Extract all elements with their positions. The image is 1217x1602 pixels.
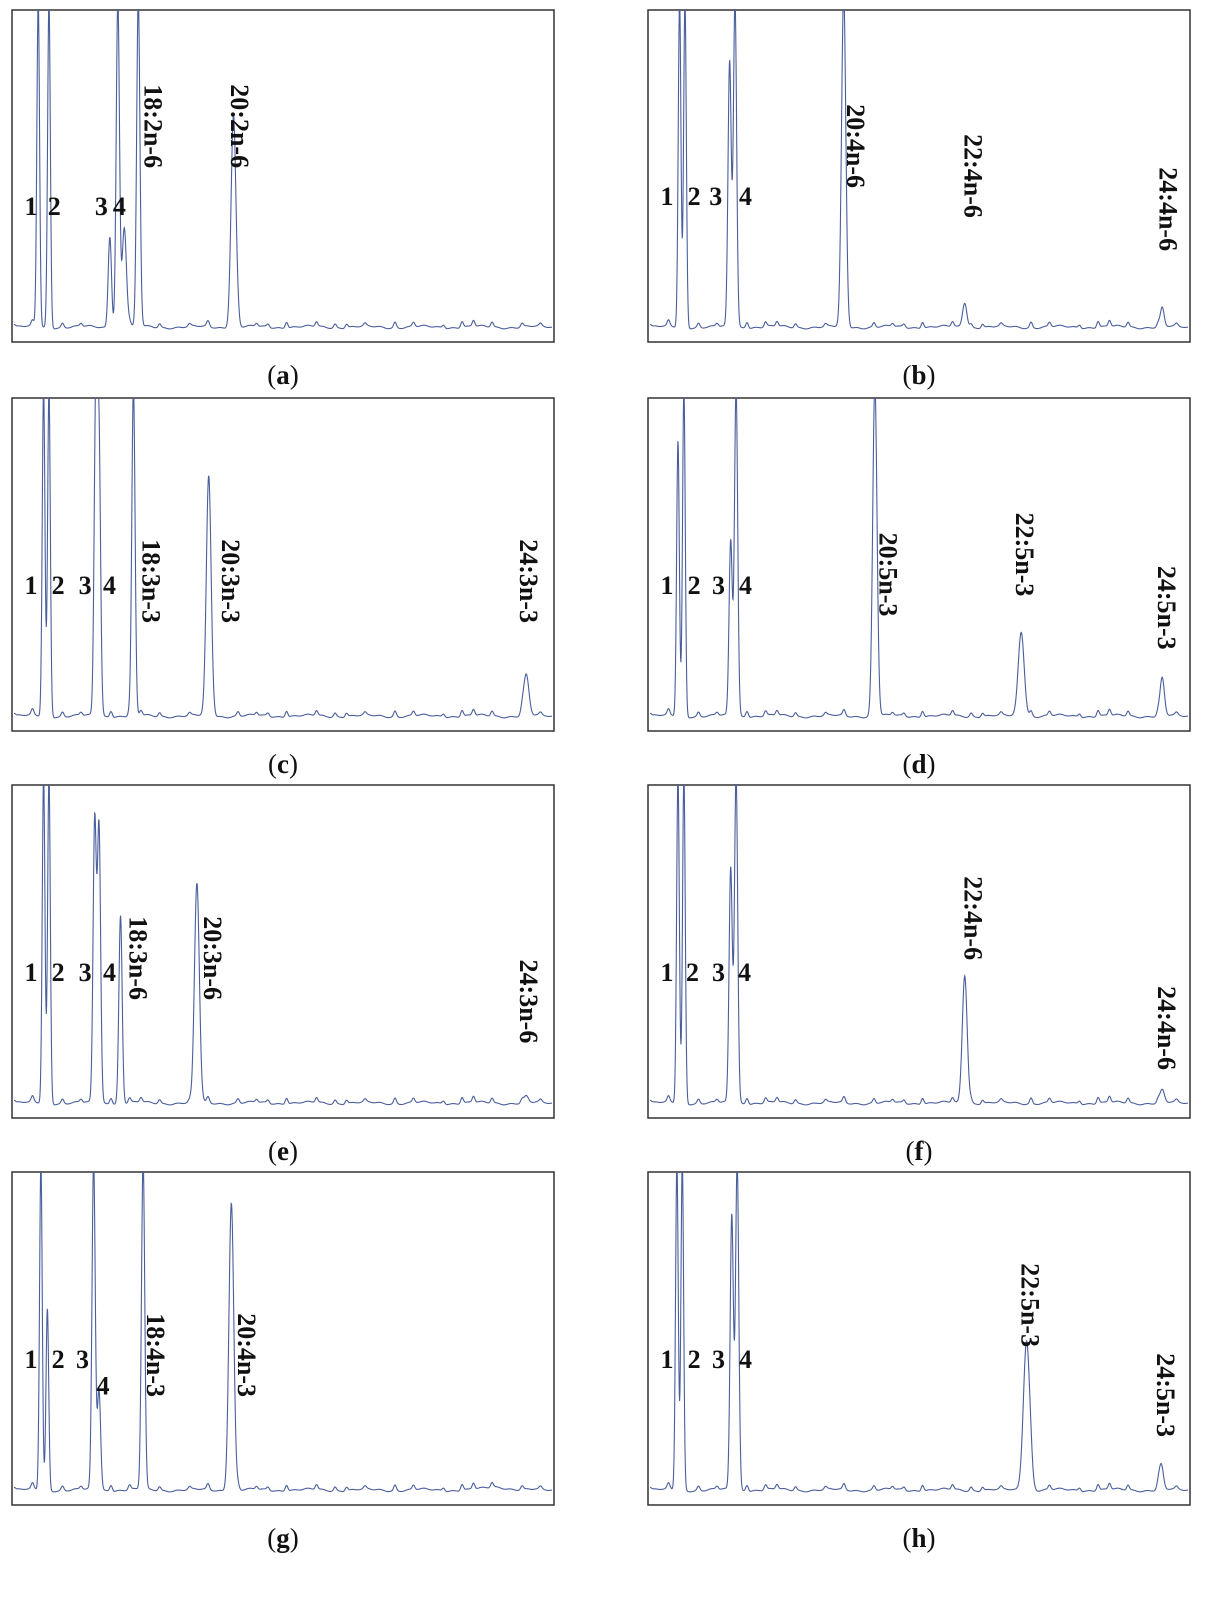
- peak-number-label: 3: [712, 571, 725, 600]
- peak-number-label: 1: [24, 958, 37, 987]
- peak-number-label: 4: [113, 192, 126, 221]
- panel-caption: (c): [268, 749, 298, 779]
- peak-label: 24:3n-6: [514, 960, 543, 1044]
- peak-number-label: 2: [52, 1345, 65, 1374]
- peak-label: 24:4n-6: [1152, 986, 1181, 1070]
- peak-number-label: 2: [686, 958, 699, 987]
- peak-label: 18:2n-6: [138, 84, 167, 168]
- peak-label: 20:3n-6: [198, 916, 227, 1000]
- peak-label: 24:3n-3: [514, 539, 543, 623]
- panel-caption: (e): [268, 1136, 298, 1166]
- peak-number-label: 2: [688, 182, 701, 211]
- peak-number-label: 3: [79, 571, 92, 600]
- peak-number-label: 1: [660, 958, 673, 987]
- peak-number-label: 2: [688, 1345, 701, 1374]
- peak-label: 22:4n-6: [959, 134, 988, 218]
- peak-number-label: 3: [76, 1345, 89, 1374]
- panel-caption: (f): [906, 1136, 933, 1166]
- chromatogram-trace: [649, 785, 1189, 1106]
- chromatogram-trace: [13, 1172, 553, 1493]
- peak-number-label: 2: [52, 958, 65, 987]
- peak-number-label: 2: [52, 571, 65, 600]
- chromatogram-trace: [649, 1172, 1189, 1493]
- peak-label: 20:4n-3: [232, 1313, 261, 1397]
- chromatogram-trace: [13, 10, 553, 330]
- chromatogram-trace: [13, 398, 553, 719]
- chromatogram-trace: [13, 785, 553, 1106]
- peak-number-label: 1: [660, 571, 673, 600]
- peak-number-label: 4: [103, 571, 116, 600]
- peak-label: 18:4n-3: [141, 1313, 170, 1397]
- peak-number-label: 4: [738, 958, 751, 987]
- peak-number-label: 3: [95, 192, 108, 221]
- peak-label: 18:3n-3: [137, 539, 166, 623]
- panel-frame: [11, 1171, 555, 1506]
- peak-number-label: 1: [660, 182, 673, 211]
- peak-number-label: 3: [79, 958, 92, 987]
- panel-frame: [647, 1171, 1191, 1506]
- peak-number-label: 4: [103, 958, 116, 987]
- panel-caption: (g): [267, 1523, 299, 1553]
- panel-caption: (b): [902, 360, 935, 390]
- peak-label: 22:5n-3: [1010, 513, 1039, 597]
- peak-label: 20:4n-6: [841, 104, 870, 188]
- peak-label: 20:5n-3: [873, 533, 902, 617]
- peak-label: 20:3n-3: [216, 539, 245, 623]
- peak-label: 24:4n-6: [1154, 167, 1183, 251]
- panel-caption: (d): [902, 749, 935, 779]
- peak-label: 18:3n-6: [124, 916, 153, 1000]
- peak-number-label: 1: [24, 571, 37, 600]
- peak-number-label: 4: [97, 1371, 110, 1400]
- peak-label: 20:2n-6: [225, 84, 254, 168]
- peak-number-label: 3: [709, 182, 722, 211]
- chromatogram-trace: [649, 10, 1189, 330]
- chromatogram-trace: [649, 398, 1189, 719]
- peak-number-label: 1: [660, 1345, 673, 1374]
- panel-frame: [11, 9, 555, 343]
- peak-number-label: 2: [48, 192, 61, 221]
- peak-label: 22:5n-3: [1015, 1263, 1044, 1347]
- peak-number-label: 4: [739, 1345, 752, 1374]
- panel-caption: (a): [267, 360, 299, 390]
- peak-number-label: 1: [24, 1345, 37, 1374]
- peak-number-label: 4: [739, 571, 752, 600]
- peak-number-label: 1: [24, 192, 37, 221]
- peak-number-label: 3: [712, 1345, 725, 1374]
- peak-label: 22:4n-6: [959, 876, 988, 960]
- peak-number-label: 2: [688, 571, 701, 600]
- peak-number-label: 4: [739, 182, 752, 211]
- peak-label: 24:5n-3: [1152, 566, 1181, 650]
- panel-caption: (h): [902, 1523, 935, 1553]
- peak-label: 24:5n-3: [1151, 1353, 1180, 1437]
- peak-number-label: 3: [712, 958, 725, 987]
